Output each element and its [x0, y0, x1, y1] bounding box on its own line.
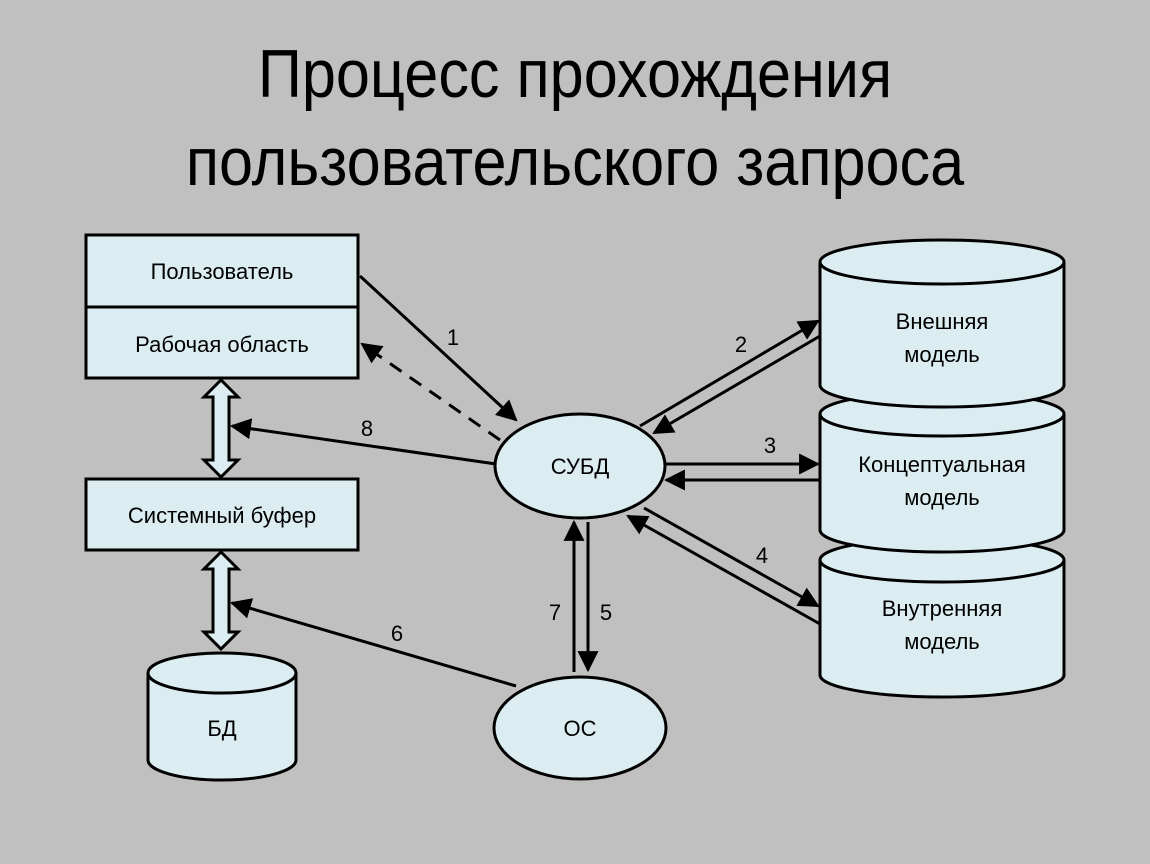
db-body [146, 673, 298, 782]
user-label: Пользователь [151, 259, 294, 284]
slide-title: Процесс прохождения пользовательского за… [58, 30, 1093, 206]
system-buffer-box: Системный буфер [84, 477, 360, 552]
internal-model-cylinder: Внутренняя модель [818, 536, 1066, 699]
system-buffer-rect [84, 477, 360, 552]
edge-6 [229, 598, 517, 688]
edge-2-in [652, 334, 821, 435]
conceptual-model-line1: Концептуальная [858, 452, 1026, 477]
external-model-top [818, 238, 1066, 286]
external-model-body [818, 262, 1066, 409]
os-ellipse [492, 675, 668, 781]
workspace-label: Рабочая область [135, 332, 309, 357]
title-line-2: пользовательского запроса [185, 124, 965, 200]
edge-1 [358, 274, 518, 422]
external-model-line2: модель [904, 342, 980, 367]
double-arrow-buffer-db [200, 549, 242, 652]
os-label: ОС [564, 716, 597, 741]
internal-model-line1: Внутренняя [882, 596, 1003, 621]
double-arrow-workspace-buffer [200, 377, 242, 480]
external-model-line1: Внешняя [896, 309, 989, 334]
system-buffer-label: Системный буфер [128, 503, 316, 528]
edge-label-8: 8 [361, 416, 373, 441]
conceptual-model-line2: модель [904, 485, 980, 510]
internal-model-line2: модель [904, 629, 980, 654]
edge-label-6: 6 [391, 621, 403, 646]
edge-4-out [643, 506, 820, 608]
user-workspace-box: Пользователь Рабочая область [84, 233, 360, 380]
conceptual-model-cylinder: Концептуальная модель [818, 390, 1066, 554]
external-model-cylinder: Внешняя модель [818, 238, 1066, 409]
title-line-1: Процесс прохождения [257, 36, 893, 112]
dbms-ellipse [493, 412, 667, 520]
db-cylinder: БД [146, 651, 298, 782]
edge-8 [229, 418, 497, 466]
edge-label-1: 1 [447, 325, 459, 350]
edge-label-7: 7 [549, 600, 561, 625]
edge-2-out [639, 319, 820, 428]
dbms-label: СУБД [551, 454, 610, 479]
edge-label-4: 4 [756, 543, 768, 568]
edge-4-in [626, 514, 821, 626]
internal-model-body [818, 560, 1066, 699]
db-label: БД [207, 716, 236, 741]
dbms-node: СУБД [493, 412, 667, 520]
edge-label-2: 2 [735, 332, 747, 357]
conceptual-model-body [818, 414, 1066, 554]
edge-label-3: 3 [764, 433, 776, 458]
db-top [146, 651, 298, 695]
os-node: ОС [492, 675, 668, 781]
edge-dashed-return [360, 342, 501, 442]
edge-label-5: 5 [600, 600, 612, 625]
